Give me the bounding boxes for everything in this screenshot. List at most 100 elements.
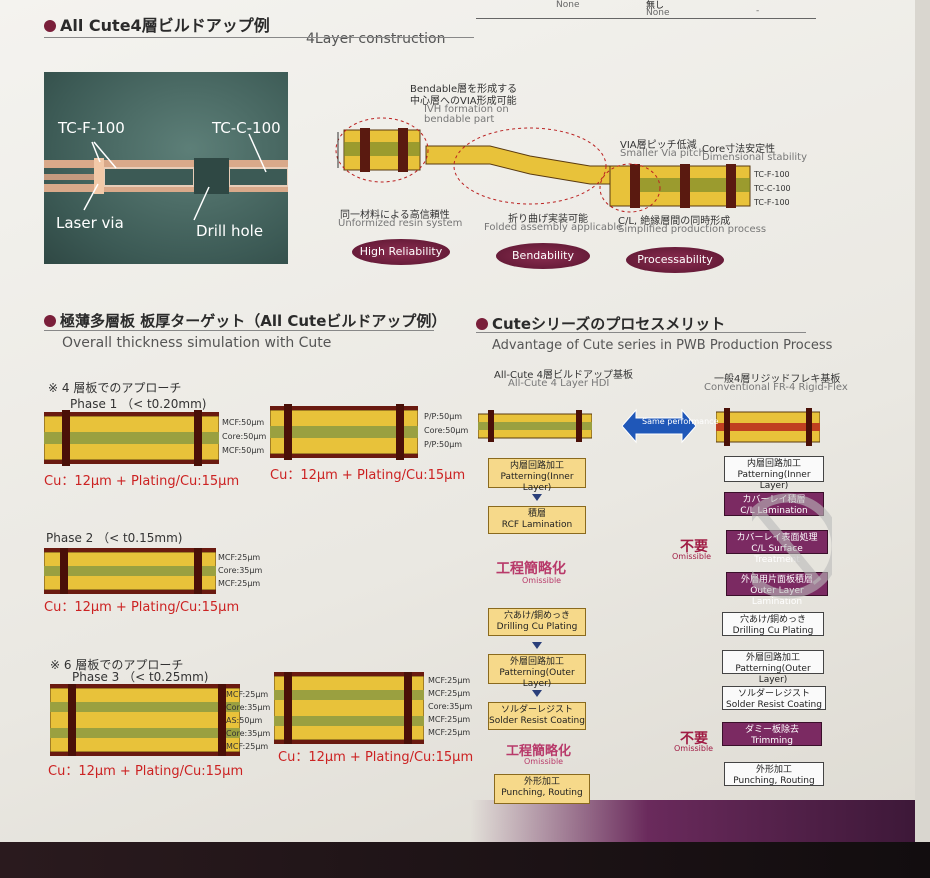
bendable-en: IVH formation on bbox=[424, 104, 509, 115]
phase1-stack-b bbox=[270, 404, 418, 460]
right-column-head-jp: 一般4層リジッドフレキ基板 bbox=[714, 374, 841, 385]
layer-label: P/P:50μm bbox=[424, 440, 463, 449]
down-arrow-icon bbox=[532, 494, 542, 501]
hdi-board-icon bbox=[478, 410, 592, 442]
layer-label: MCF:50μm bbox=[222, 418, 265, 427]
room-shadow bbox=[0, 842, 930, 878]
layer-label: Core:50μm bbox=[222, 432, 267, 441]
layer-label: MCF:25μm bbox=[226, 742, 269, 751]
right-column-head-en: Conventional FR-4 Rigid-Flex bbox=[704, 382, 848, 393]
cross-section-photo: TC-F-100 TC-C-100 Laser via Drill hole bbox=[44, 72, 289, 264]
core-jp: Core寸法安定性 bbox=[702, 144, 776, 155]
pcb-structure-diagram bbox=[335, 117, 751, 213]
high-reliability-badge: High Reliability bbox=[352, 239, 450, 265]
photo-label: TC-F-100 bbox=[58, 119, 125, 137]
layer-label: Core:35μm bbox=[428, 702, 473, 711]
unneeded-note-en: Omissible bbox=[672, 552, 712, 561]
cu-spec: Cu：12μm + Plating/Cu:15μm bbox=[278, 750, 474, 765]
omissible-note-en: Omissible bbox=[522, 576, 562, 585]
phase1-stack-a bbox=[44, 410, 219, 466]
section1-title: All Cute4層ビルドアップ例 bbox=[44, 12, 270, 36]
top-table-fragment: None 無し None - bbox=[476, 0, 816, 19]
layer-label: MCF:25μm bbox=[218, 579, 261, 588]
layer-label: MCF:25μm bbox=[428, 728, 471, 737]
phase3-label: Phase 3 （< t0.25mm) bbox=[72, 670, 209, 684]
cu-spec: Cu：12μm + Plating/Cu:15μm bbox=[270, 468, 466, 483]
phase2-stack bbox=[44, 548, 216, 594]
cu-spec: Cu：12μm + Plating/Cu:15μm bbox=[44, 600, 240, 615]
same-performance-label: Same performance bbox=[642, 417, 719, 426]
layer-label: TC-F-100 bbox=[754, 170, 790, 179]
rigid-flex-board-icon bbox=[716, 408, 820, 446]
section2-title: 極薄多層板 板厚ターゲット（All Cuteビルドアップ例） bbox=[44, 310, 446, 331]
cu-spec: Cu：12μm + Plating/Cu:15μm bbox=[48, 764, 244, 779]
layer-label: P/P:50μm bbox=[424, 412, 463, 421]
layer-label: TC-C-100 bbox=[754, 184, 791, 193]
core-en: Dimensional stability bbox=[702, 152, 808, 163]
fold-en: Folded assembly applicable bbox=[484, 222, 623, 233]
layer-label: Core:35μm bbox=[226, 729, 271, 738]
section2-rule bbox=[44, 330, 434, 331]
resin-jp: 同一材料による高信頼性 bbox=[340, 210, 450, 221]
section1-rule bbox=[44, 37, 474, 38]
phase3-stack-a bbox=[50, 684, 240, 756]
bendable-jp: Bendable層を形成する bbox=[410, 84, 518, 95]
layer-label: MCF:25μm bbox=[428, 689, 471, 698]
table-cell: None bbox=[646, 8, 670, 18]
unneeded-note: 不要 bbox=[680, 731, 708, 747]
photo-label: Laser via bbox=[56, 214, 124, 232]
section1-subtitle: 4Layer construction bbox=[306, 31, 446, 47]
layer-label: Core:50μm bbox=[424, 426, 469, 435]
via-photo-drawing bbox=[44, 133, 289, 221]
section3-subtitle: Advantage of Cute series in PWB Producti… bbox=[492, 338, 833, 353]
cu-spec: Cu：12μm + Plating/Cu:15μm bbox=[44, 474, 240, 489]
fold-jp: 折り曲げ実装可能 bbox=[508, 214, 588, 225]
approach-4layer: ※ 4 層板でのアプローチ bbox=[48, 381, 182, 395]
bullet-icon bbox=[476, 318, 488, 330]
phase2-label: Phase 2 （< t0.15mm) bbox=[46, 531, 183, 545]
table-cell: 無し bbox=[646, 1, 665, 11]
section3-rule bbox=[476, 332, 806, 333]
photo-label: TC-C-100 bbox=[212, 119, 281, 137]
omissible-note: 工程簡略化 bbox=[506, 744, 572, 759]
table-cell: - bbox=[756, 6, 760, 16]
layer-label: Core:35μm bbox=[218, 566, 263, 575]
layer-label: Core:35μm bbox=[226, 703, 271, 712]
cl-jp: C/L, 絶縁層間の同時形成 bbox=[618, 216, 731, 227]
bendable-en2: bendable part bbox=[424, 114, 495, 125]
section3-title: Cuteシリーズのプロセスメリット bbox=[476, 313, 725, 334]
resin-en: Unformized resin system bbox=[338, 218, 463, 229]
double-arrow-icon bbox=[622, 408, 696, 444]
layer-label: MCF:25μm bbox=[428, 676, 471, 685]
unneeded-note-en: Omissible bbox=[674, 744, 714, 753]
footer-band bbox=[470, 800, 915, 842]
unneeded-note: 不要 bbox=[680, 539, 708, 555]
bendable-jp2: 中心層へのVIA形成可能 bbox=[410, 96, 517, 107]
phase1-label: Phase 1 （< t0.20mm) bbox=[70, 397, 207, 411]
layer-label: MCF:25μm bbox=[226, 690, 269, 699]
approach-6layer: ※ 6 層板でのアプローチ bbox=[50, 658, 184, 672]
omissible-note-en: Omissible bbox=[524, 757, 564, 766]
layer-label: AS:50μm bbox=[226, 716, 263, 725]
section2-subtitle: Overall thickness simulation with Cute bbox=[62, 335, 332, 351]
layer-label: TC-F-100 bbox=[754, 198, 790, 207]
left-column-head-en: All-Cute 4 Layer HDI bbox=[508, 378, 610, 389]
down-arrow-icon bbox=[532, 642, 542, 649]
photo-label: Drill hole bbox=[196, 222, 264, 240]
layer-label: MCF:50μm bbox=[222, 446, 265, 455]
via-en: Smaller Via pitch bbox=[620, 148, 705, 159]
bullet-icon bbox=[44, 20, 56, 32]
layer-label: MCF:25μm bbox=[218, 553, 261, 562]
phase3-stack-b bbox=[274, 672, 424, 744]
cl-en: Simplified production process bbox=[618, 224, 767, 235]
